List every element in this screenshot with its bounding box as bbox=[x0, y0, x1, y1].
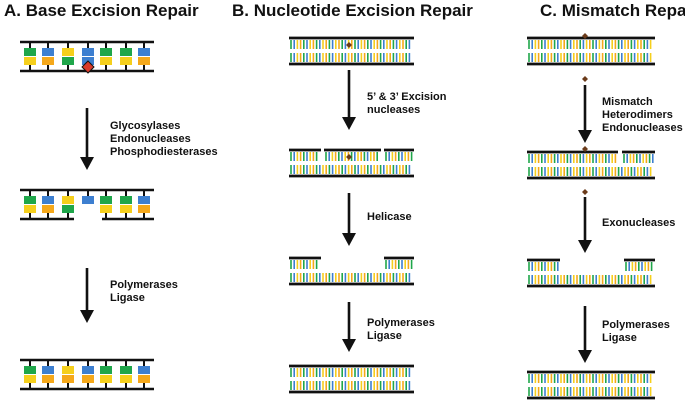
panel-a-dna-excised-base-top bbox=[24, 196, 36, 204]
panel-b-lesion-marker bbox=[346, 154, 352, 160]
panel-a-dna-damaged-base-top bbox=[120, 48, 132, 56]
panel-c-step2-label: Exonucleases bbox=[602, 217, 675, 230]
panel-a-arrow-2-head bbox=[80, 310, 94, 323]
panel-c-mismatch-marker bbox=[582, 76, 588, 82]
panel-a-dna-repaired-base-top bbox=[62, 366, 74, 374]
panel-a-step2-label: Polymerases Ligase bbox=[110, 279, 178, 305]
panel-a-dna-excised-base-bottom bbox=[138, 205, 150, 213]
panel-b-lesion-marker bbox=[346, 42, 352, 48]
panel-a-dna-damaged-base-top bbox=[138, 48, 150, 56]
panel-a-dna-repaired-base-bottom bbox=[24, 375, 36, 383]
panel-a-dna-excised-base-bottom bbox=[24, 205, 36, 213]
panel-a-dna-damaged-base-bottom bbox=[24, 57, 36, 65]
panel-a-dna-excised-base-top bbox=[120, 196, 132, 204]
panel-a-dna-damaged-base-bottom bbox=[42, 57, 54, 65]
panel-a-dna-excised-base-bottom bbox=[62, 205, 74, 213]
panel-a-dna-excised-base-top bbox=[100, 196, 112, 204]
enzyme-label: Mismatch bbox=[602, 96, 653, 108]
panel-a-dna-excised-base-top bbox=[42, 196, 54, 204]
panel-a-dna-repaired-base-top bbox=[42, 366, 54, 374]
panel-a-dna-repaired-base-bottom bbox=[120, 375, 132, 383]
panel-c-arrow-1-head bbox=[578, 130, 592, 143]
panel-a-dna-repaired-base-top bbox=[82, 366, 94, 374]
panel-a-dna-damaged-base-top bbox=[100, 48, 112, 56]
panel-c-arrow-3-head bbox=[578, 350, 592, 363]
panel-c-step3-label: Polymerases Ligase bbox=[602, 319, 670, 345]
panel-a-dna-repaired-base-top bbox=[24, 366, 36, 374]
enzyme-label: Phosphodiesterases bbox=[110, 146, 218, 158]
panel-a-dna-repaired-base-bottom bbox=[100, 375, 112, 383]
panel-a-dna-excised-base-bottom bbox=[100, 205, 112, 213]
panel-a-dna-repaired-base-top bbox=[100, 366, 112, 374]
enzyme-label: nucleases bbox=[367, 104, 421, 116]
enzyme-label: Helicase bbox=[367, 211, 412, 223]
panel-b-title: B. Nucleotide Excision Repair bbox=[232, 1, 473, 20]
panel-b-step1-label: 5’ & 3’ Excision nucleases bbox=[367, 91, 447, 117]
panel-a-dna-damaged-base-top bbox=[82, 48, 94, 56]
panel-a-dna-excised-base-bottom bbox=[120, 205, 132, 213]
panel-a-dna-repaired-base-bottom bbox=[42, 375, 54, 383]
panel-a-dna-repaired-base-bottom bbox=[138, 375, 150, 383]
panel-a-step1-label: Glycosylases Endonucleases Phosphodieste… bbox=[110, 120, 218, 159]
enzyme-label: Exonucleases bbox=[602, 217, 676, 229]
panel-a-dna-repaired-base-bottom bbox=[62, 375, 74, 383]
panel-c-mismatch-marker bbox=[582, 189, 588, 195]
panel-a-dna-damaged-base-bottom bbox=[100, 57, 112, 65]
damaged-base-marker bbox=[81, 60, 95, 74]
panel-a-dna-excised-base-top bbox=[138, 196, 150, 204]
panel-c-title: C. Mismatch Repair bbox=[540, 1, 685, 20]
panel-c-mismatch-marker bbox=[582, 146, 588, 152]
panel-a-dna-excised-base-bottom bbox=[42, 205, 54, 213]
panel-a-title: A. Base Excision Repair bbox=[4, 1, 199, 20]
panel-a-dna-damaged-base-bottom bbox=[138, 57, 150, 65]
panel-a-dna-repaired-base-top bbox=[120, 366, 132, 374]
panel-a-dna-excised-base-top bbox=[62, 196, 74, 204]
panel-b-arrow-3-head bbox=[342, 339, 356, 352]
panel-a-dna-damaged-base-top bbox=[42, 48, 54, 56]
enzyme-label: Ligase bbox=[367, 330, 402, 342]
panel-c-arrow-2-head bbox=[578, 240, 592, 253]
panel-b-arrow-2-head bbox=[342, 233, 356, 246]
panel-a-dna-damaged-base-bottom bbox=[62, 57, 74, 65]
panel-a-dna-damaged-base-top bbox=[24, 48, 36, 56]
enzyme-label: Heterodimers bbox=[602, 109, 673, 121]
enzyme-label: Glycosylases bbox=[110, 120, 181, 132]
panel-c-step1-label: Mismatch Heterodimers Endonucleases bbox=[602, 96, 683, 135]
panel-c-mismatch-marker bbox=[582, 33, 588, 39]
enzyme-label: Endonucleases bbox=[602, 122, 683, 134]
enzyme-label: Polymerases bbox=[367, 317, 435, 329]
enzyme-label: Endonucleases bbox=[110, 133, 191, 145]
panel-a-dna-repaired-base-top bbox=[138, 366, 150, 374]
panel-b-step2-label: Helicase bbox=[367, 211, 412, 224]
panel-a-dna-excised-base-top bbox=[82, 196, 94, 204]
panel-a-dna-damaged-base-bottom bbox=[120, 57, 132, 65]
panel-a-arrow-1-head bbox=[80, 157, 94, 170]
enzyme-label: Polymerases bbox=[110, 279, 178, 291]
panel-a-dna-repaired-base-bottom bbox=[82, 375, 94, 383]
panel-a-dna-damaged-base-top bbox=[62, 48, 74, 56]
enzyme-label: Polymerases bbox=[602, 319, 670, 331]
enzyme-label: Ligase bbox=[602, 332, 637, 344]
panel-b-step3-label: Polymerases Ligase bbox=[367, 317, 435, 343]
enzyme-label: 5’ & 3’ Excision bbox=[367, 91, 447, 103]
enzyme-label: Ligase bbox=[110, 292, 145, 304]
panel-b-arrow-1-head bbox=[342, 117, 356, 130]
